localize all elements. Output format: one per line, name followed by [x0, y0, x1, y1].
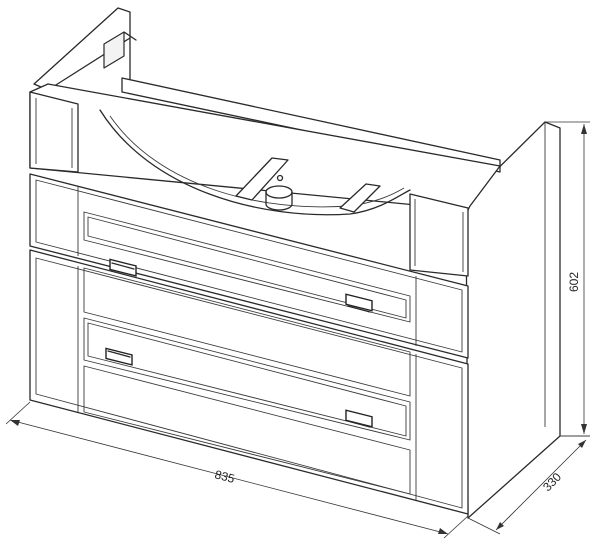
top-right-stile	[409, 193, 469, 277]
drain-pipe-body	[265, 191, 293, 211]
drain-pipe-top	[265, 185, 293, 199]
width-dimension	[5, 401, 469, 539]
upper-drawer-panel	[83, 211, 411, 323]
upper-drawer-right-handle	[345, 293, 373, 313]
lower-drawer-main-panel	[83, 317, 411, 441]
lower-drawer-left-handle	[105, 347, 133, 366]
top-left-stile	[29, 91, 79, 173]
drain-fitting	[276, 174, 284, 182]
basin-bowl-curve	[99, 109, 411, 216]
lower-drawer-bevel	[35, 257, 463, 509]
depth-dimension-label: 330	[540, 470, 564, 494]
mounting-bracket	[103, 31, 125, 69]
lower-drawer-right-handle	[345, 409, 373, 428]
upper-drawer-left-handle	[109, 258, 137, 277]
upper-drawer-panel-inner	[87, 216, 407, 319]
upper-drawer-front	[29, 173, 469, 359]
height-dimension-label: 602	[567, 272, 581, 292]
bracket-screw	[123, 31, 137, 41]
depth-dimension	[467, 435, 590, 535]
lower-drawer-main-panel-inner	[87, 322, 407, 437]
lower-drawer-bottom-panel	[83, 365, 411, 495]
upper-drawer-bevel	[35, 179, 463, 353]
inner-divider-right	[339, 183, 381, 213]
width-dimension-label: 835	[213, 467, 236, 486]
lower-drawer-front	[29, 249, 469, 515]
basin-bowl-inner-curve	[109, 115, 405, 208]
inner-divider-left	[235, 157, 289, 201]
lower-drawer-top-panel	[83, 267, 411, 397]
